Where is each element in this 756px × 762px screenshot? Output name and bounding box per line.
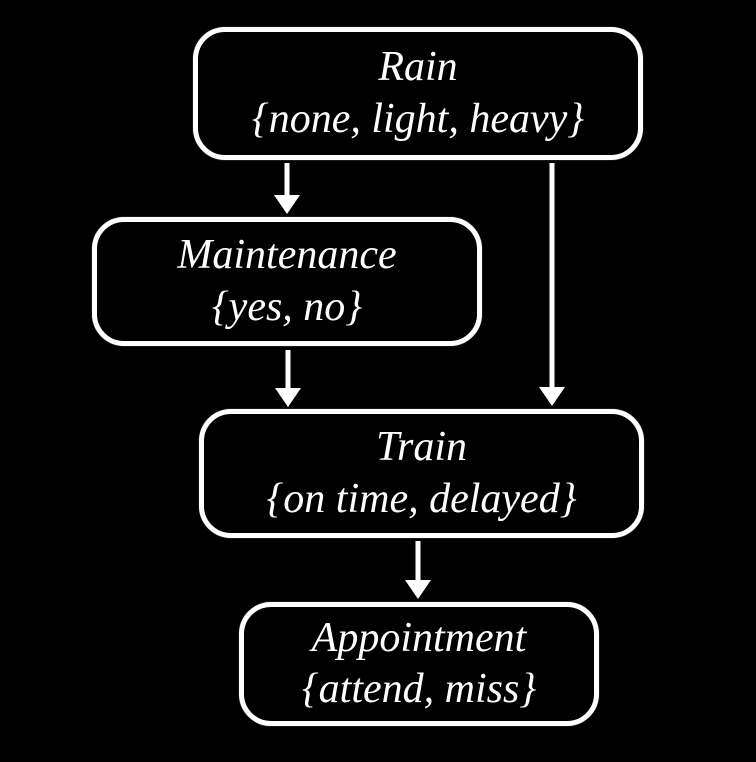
edge-train-to-appointment-arrow bbox=[405, 541, 431, 599]
edge-rain-to-maintenance-arrow bbox=[274, 163, 300, 214]
node-maintenance-domain: {yes, no} bbox=[211, 283, 363, 330]
node-appointment-label: Appointment bbox=[311, 614, 527, 661]
edge-maintenance-to-train-arrow bbox=[275, 350, 301, 407]
edge-rain-to-train-arrow bbox=[539, 163, 565, 406]
node-appointment: Appointment {attend, miss} bbox=[239, 602, 599, 726]
node-appointment-domain: {attend, miss} bbox=[301, 666, 537, 712]
node-maintenance-label: Maintenance bbox=[177, 232, 397, 279]
node-rain: Rain {none, light, heavy} bbox=[193, 27, 643, 160]
node-train-domain: {on time, delayed} bbox=[266, 475, 577, 522]
node-rain-label: Rain bbox=[378, 44, 458, 91]
node-rain-domain: {none, light, heavy} bbox=[251, 95, 585, 142]
node-maintenance: Maintenance {yes, no} bbox=[92, 217, 482, 346]
node-train-label: Train bbox=[375, 424, 468, 471]
node-train: Train {on time, delayed} bbox=[199, 409, 644, 538]
